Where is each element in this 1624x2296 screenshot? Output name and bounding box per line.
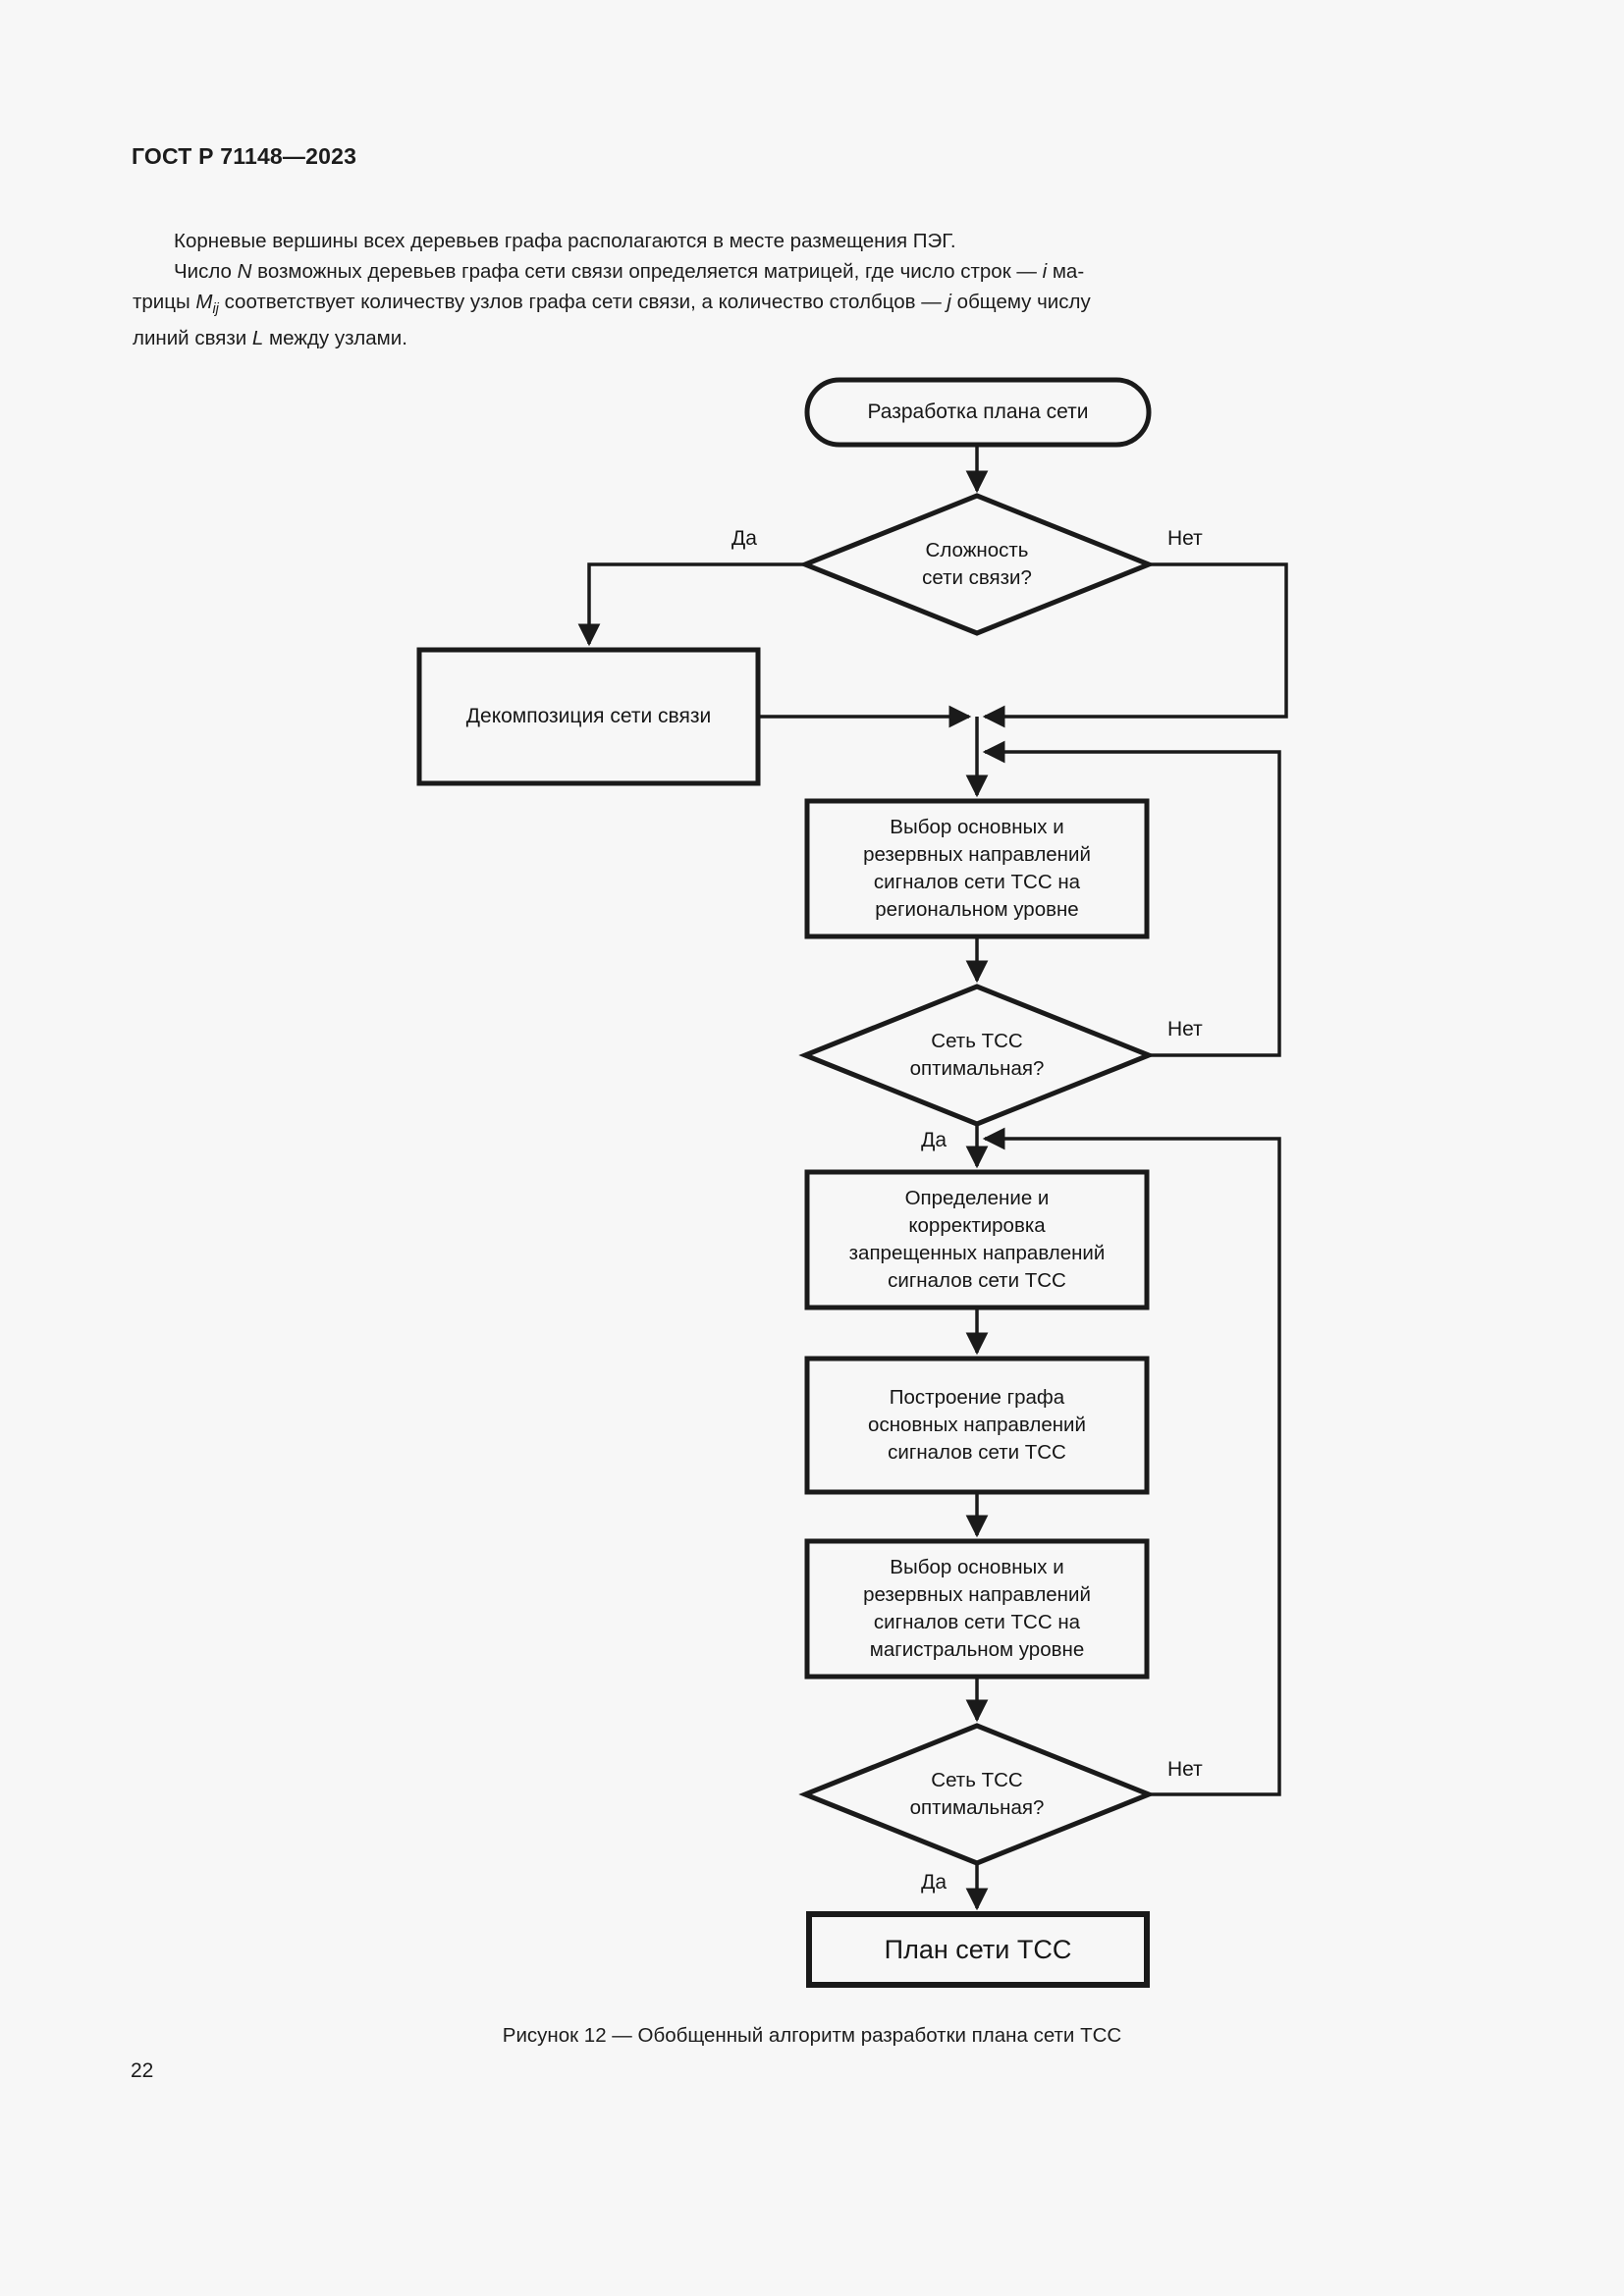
- forbidden-box-shape: [804, 1169, 1150, 1310]
- node-start: Разработка плана сети: [867, 400, 1089, 423]
- arrow-optimal2-no-feedback: [982, 1127, 1281, 1796]
- node-decision-complexity: Сложность сети связи?: [922, 539, 1032, 589]
- branch-label-yes-1: Да: [731, 527, 757, 550]
- graph-box-shape: [804, 1356, 1150, 1495]
- page-title: ГОСТ Р 71148—2023: [132, 143, 357, 169]
- branch-label-no-3: Нет: [1167, 1758, 1203, 1781]
- node-decomposition: Декомпозиция сети связи: [465, 705, 712, 727]
- paragraph-line: Корневые вершины всех деревьев графа рас…: [174, 230, 956, 252]
- regional-box-shape: [804, 798, 1150, 939]
- node-decision-optimal-1: Сеть ТСС оптимальная?: [909, 1030, 1045, 1080]
- node-end-plan: План сети ТСС: [884, 1935, 1072, 1964]
- paragraph-line: линий связи L между узлами.: [133, 327, 407, 350]
- page-number: 22: [131, 2059, 154, 2082]
- arrow-optimal1-no-feedback: [982, 740, 1281, 1057]
- node-define-forbidden: Определение и корректировка запрещенных …: [848, 1187, 1106, 1292]
- arrow-decision1-no: [982, 562, 1288, 728]
- body-text: Корневые вершины всех деревьев графа рас…: [133, 227, 1091, 354]
- node-select-regional: Выбор основных и резервных направлений с…: [863, 816, 1091, 921]
- paragraph-line: трицы Mij соответствует количеству узлов…: [133, 290, 1091, 317]
- branch-label-yes-3: Да: [921, 1871, 947, 1894]
- decomposition-box-shape: [416, 647, 761, 786]
- branch-label-no-2: Нет: [1167, 1018, 1203, 1041]
- figure-caption: Рисунок 12 — Обобщенный алгоритм разрабо…: [502, 2024, 1122, 2047]
- arrow-decision1-yes: [577, 562, 805, 647]
- decision3-shape: [798, 1723, 1156, 1866]
- node-select-backbone: Выбор основных и резервных направлений с…: [863, 1556, 1091, 1661]
- node-build-graph: Построение графа основных направлений си…: [868, 1386, 1086, 1464]
- end-box-shape: [806, 1911, 1150, 1988]
- decision2-shape: [798, 984, 1156, 1127]
- start-terminator-shape: [804, 377, 1152, 448]
- branch-label-no-1: Нет: [1167, 527, 1203, 550]
- branch-label-yes-2: Да: [921, 1129, 947, 1151]
- decision1-shape: [798, 493, 1156, 636]
- flowchart-connectors: [577, 445, 1288, 1911]
- node-decision-optimal-2: Сеть ТСС оптимальная?: [909, 1769, 1045, 1819]
- paragraph-line: Число N возможных деревьев графа сети св…: [174, 259, 1085, 283]
- flowchart-shapes: [416, 377, 1156, 1988]
- backbone-box-shape: [804, 1538, 1150, 1680]
